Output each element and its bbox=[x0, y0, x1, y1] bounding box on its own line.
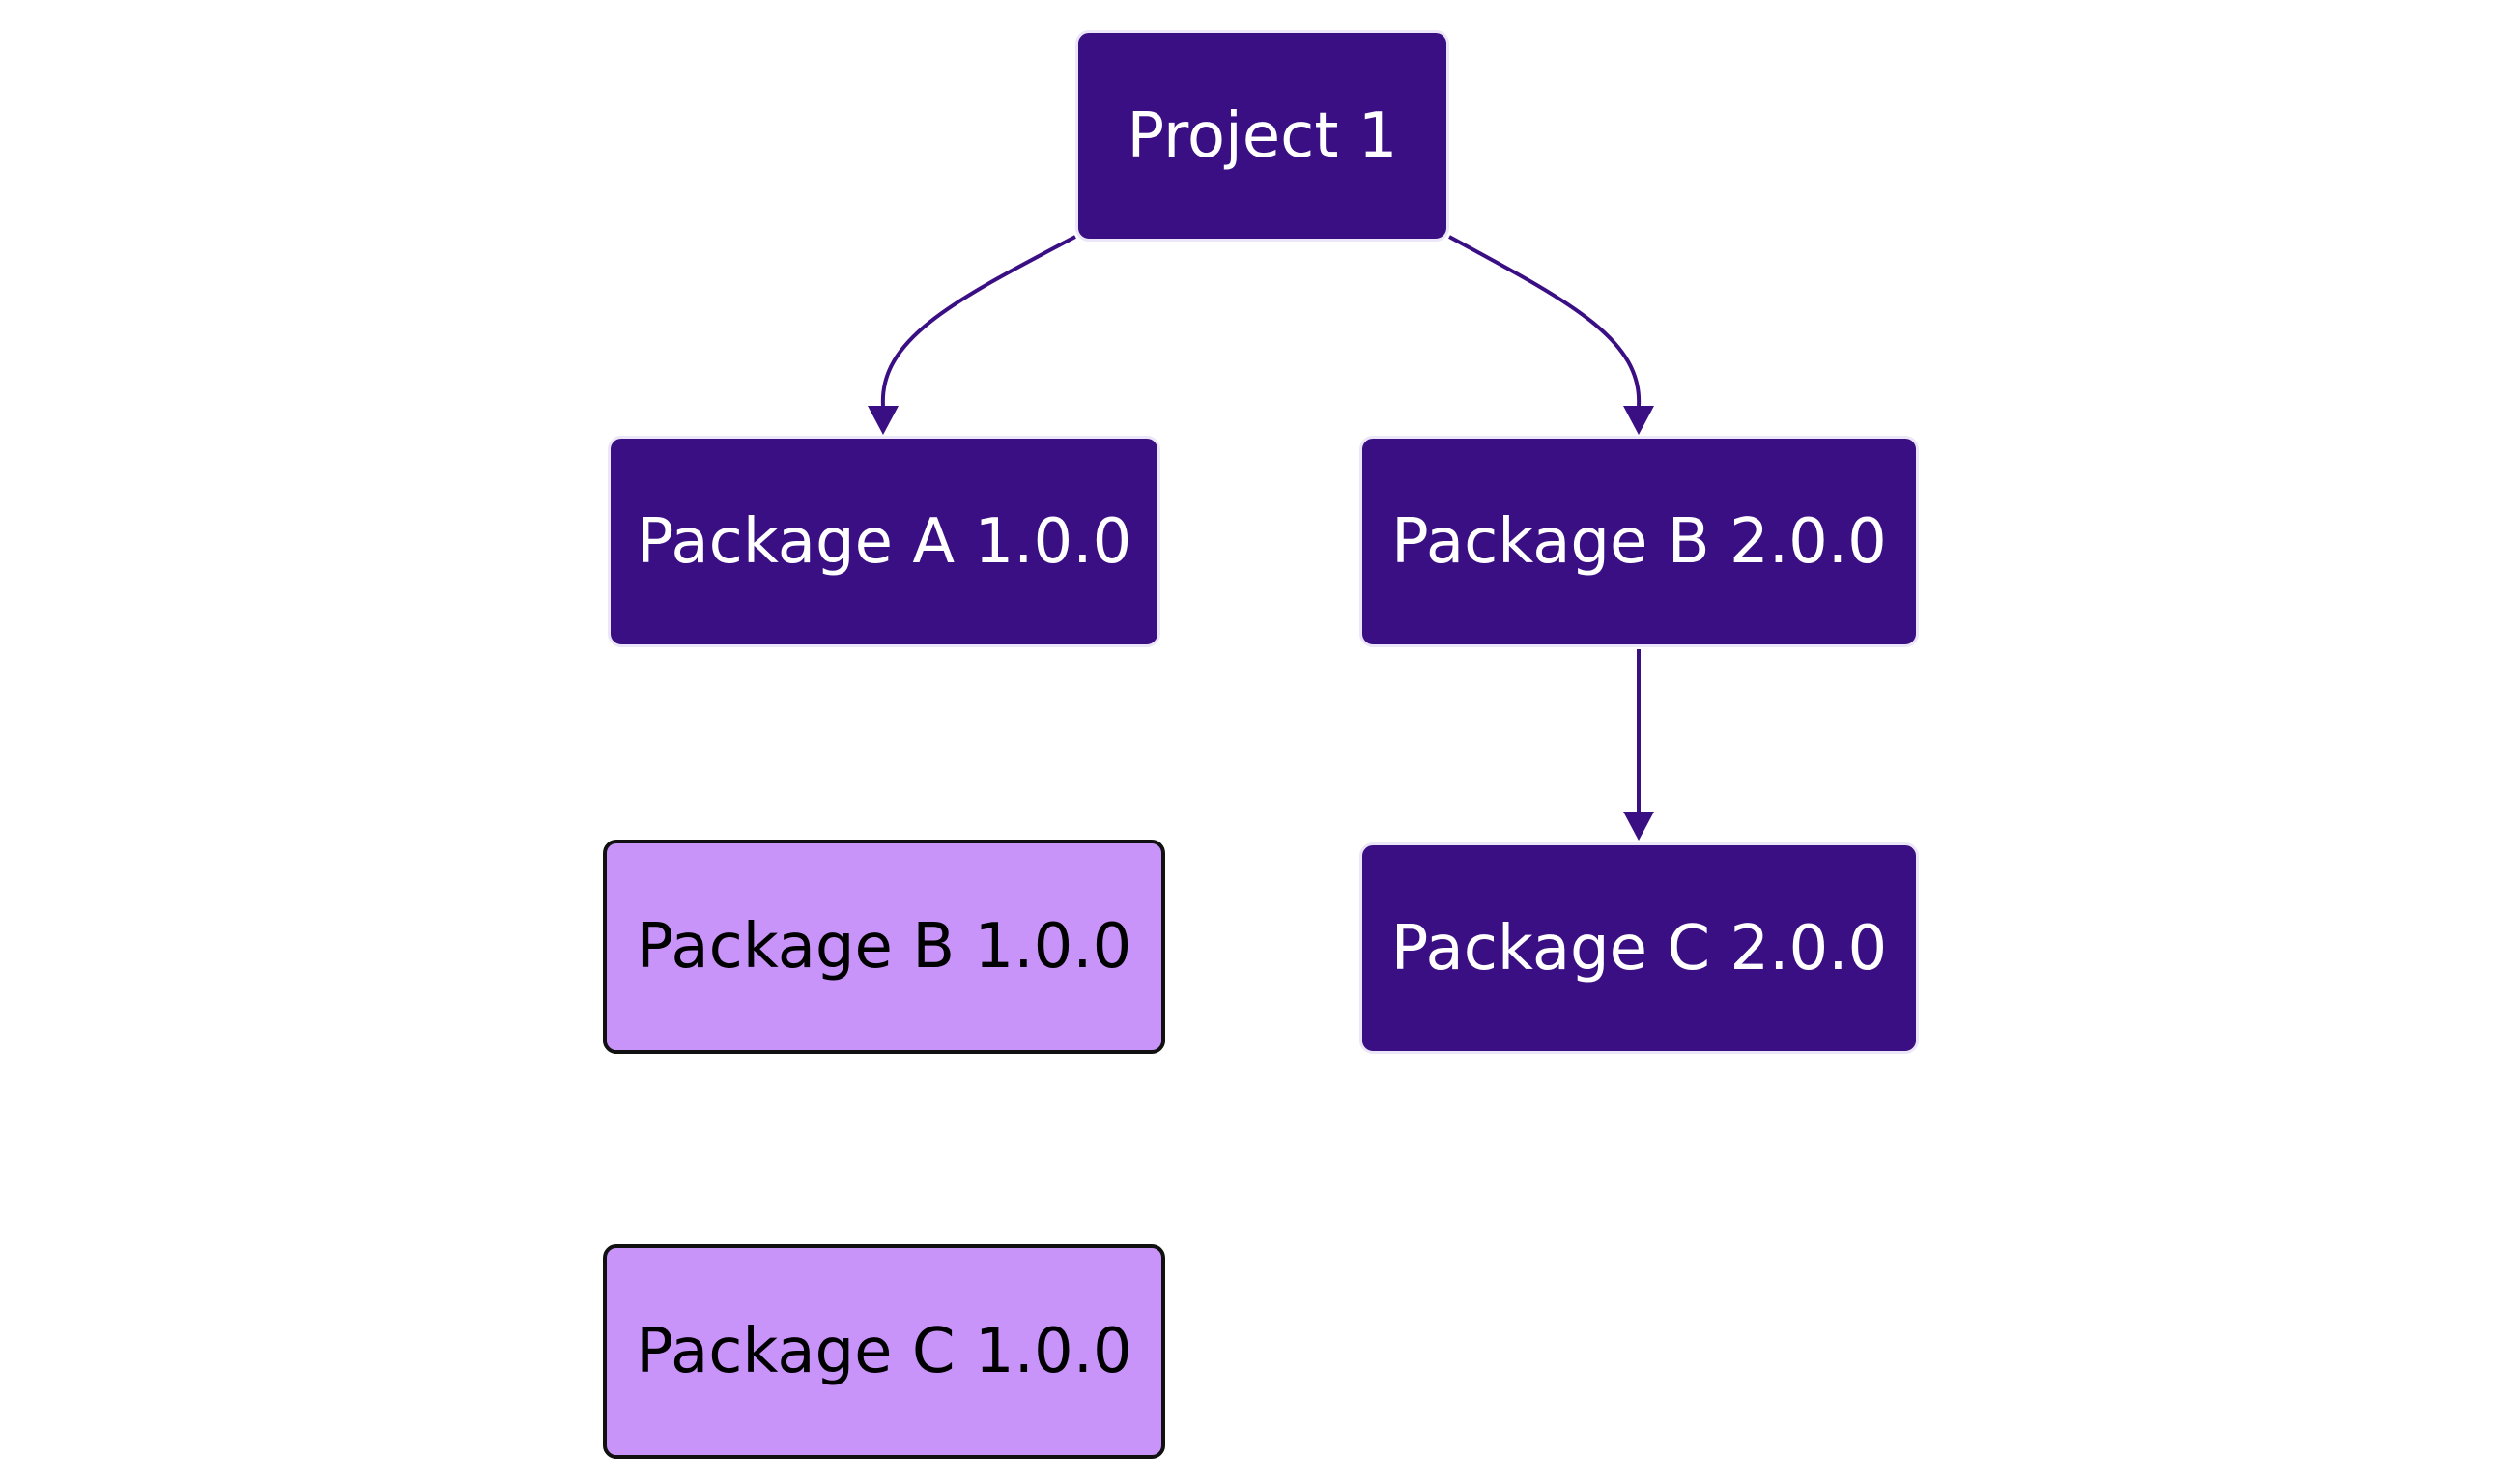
node-package-c-2-0-0-label: Package C 2.0.0 bbox=[1390, 912, 1888, 985]
node-package-c-1-0-0-label: Package C 1.0.0 bbox=[636, 1316, 1132, 1387]
arrowhead-project-to-package-a-1 bbox=[868, 406, 899, 435]
node-package-b-2-0-0-label: Package B 2.0.0 bbox=[1391, 505, 1887, 578]
node-project-1-label: Project 1 bbox=[1127, 100, 1398, 172]
edge-project-to-package-b-2 bbox=[1448, 235, 1642, 407]
node-package-a-1-0-0: Package A 1.0.0 bbox=[608, 436, 1160, 647]
edge-project-to-package-a-1 bbox=[880, 235, 1076, 407]
node-project-1: Project 1 bbox=[1075, 30, 1449, 242]
node-package-c-2-0-0: Package C 2.0.0 bbox=[1359, 842, 1919, 1054]
node-package-b-1-0-0-label: Package B 1.0.0 bbox=[636, 911, 1132, 983]
node-package-b-2-0-0: Package B 2.0.0 bbox=[1359, 436, 1919, 647]
arrowhead-package-b-2-to-package-c-2 bbox=[1623, 812, 1654, 841]
node-package-c-1-0-0: Package C 1.0.0 bbox=[603, 1244, 1165, 1459]
node-package-b-1-0-0: Package B 1.0.0 bbox=[603, 840, 1165, 1054]
node-package-a-1-0-0-label: Package A 1.0.0 bbox=[636, 505, 1132, 578]
arrowhead-project-to-package-b-2 bbox=[1623, 406, 1654, 435]
